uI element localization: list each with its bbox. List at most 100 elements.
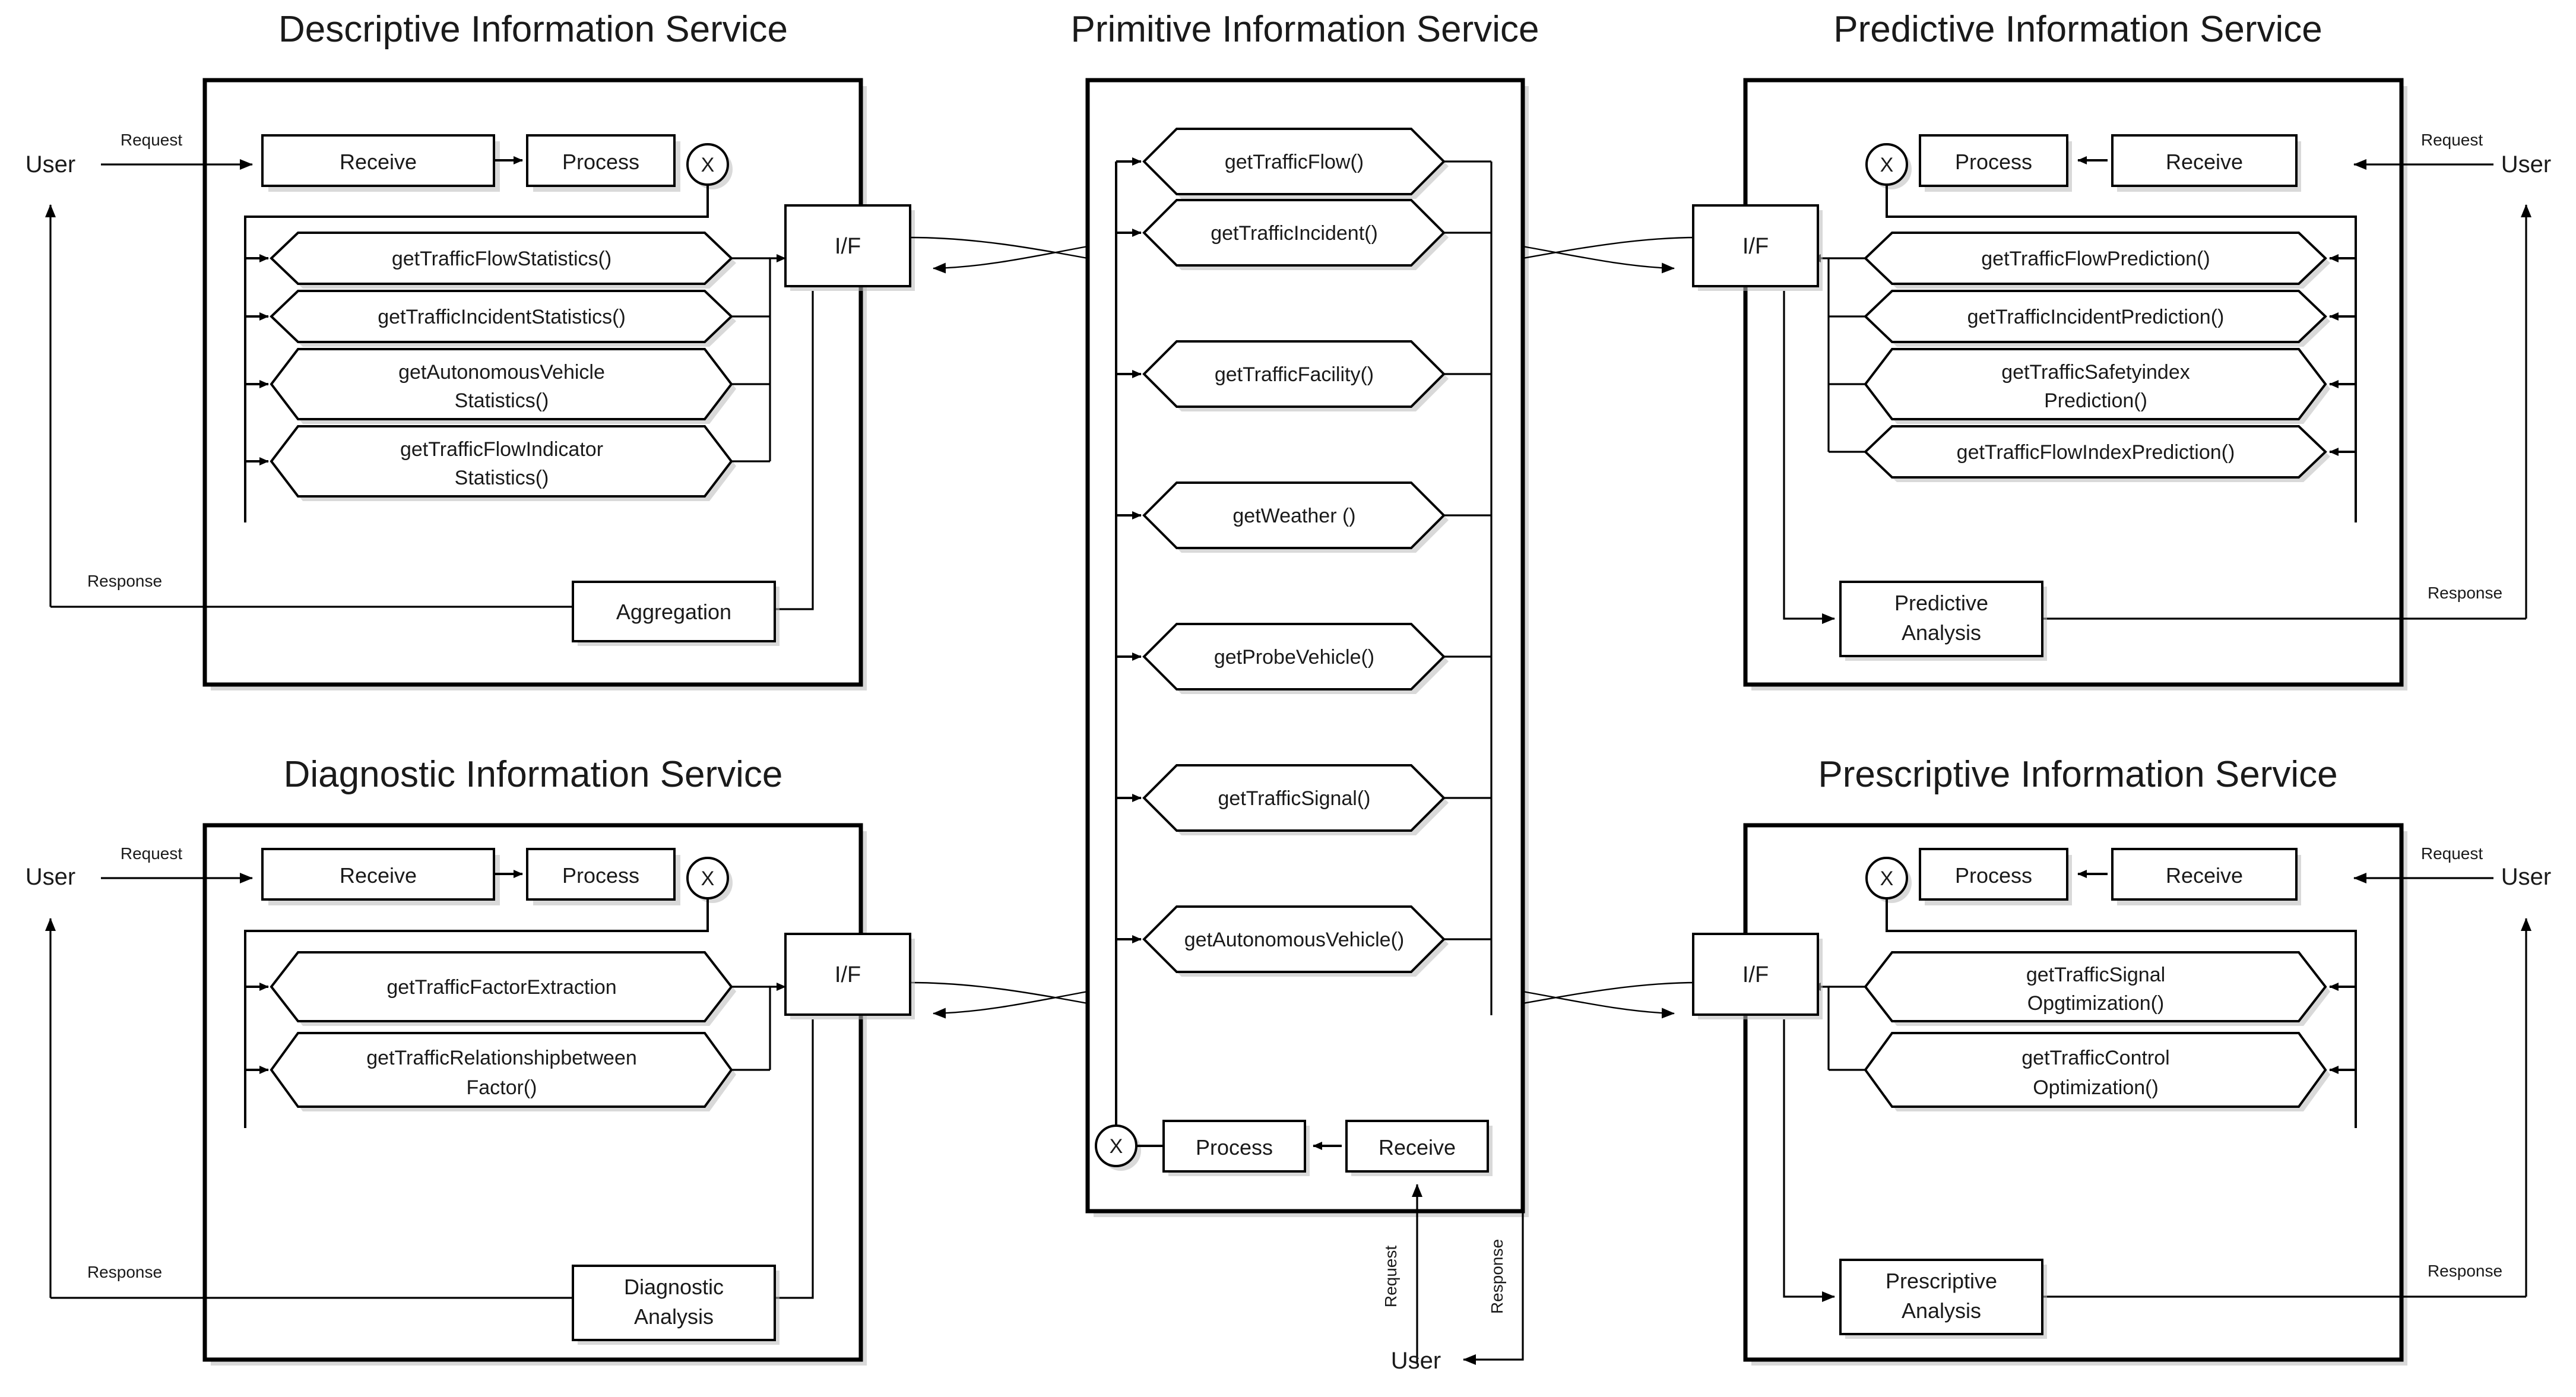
operation-label-3-primitive: getWeather () [1232,505,1355,527]
if-to-analysis-line-predictive [1783,291,1835,624]
operation-label-1a-diagnostic: getTrafficRelationshipbetween [366,1047,637,1069]
process-box-prescriptive[interactable] [1919,848,2068,901]
operation-hex-3-primitive[interactable] [1142,481,1446,549]
interface-box-predictive[interactable] [1692,204,1819,287]
link-descriptive-out [910,236,1088,259]
operation-row: getTrafficFlowPrediction() [1829,232,2356,289]
operation-list-diagnostic: getTrafficFactorExtraction getTrafficRel… [245,951,770,1111]
operation-label-1b-prescriptive: Optimization() [2033,1076,2159,1099]
operation-label-1b-diagnostic: Factor() [467,1076,537,1099]
operation-hex-0-primitive[interactable] [1142,128,1446,195]
operation-label-1a-prescriptive: getTrafficControl [2021,1047,2169,1069]
interface-label-prescriptive: I/F [1742,962,1769,987]
response-label-diagnostic: Response [87,1263,162,1281]
operation-label-0a-prescriptive: getTrafficSignal [2026,964,2165,986]
interface-label-diagnostic: I/F [835,962,861,987]
analysis-box-diagnostic[interactable] [572,1265,776,1341]
operation-row: getTrafficSignal() [1116,764,1491,835]
x-marker-label-prescriptive: X [1880,867,1894,890]
aggregation-box-descriptive[interactable] [572,581,776,642]
process-label-primitive: Process [1196,1135,1273,1160]
page-title-predictive: Predictive Information Service [1833,9,2322,50]
operation-label-4-primitive: getProbeVehicle() [1214,646,1374,669]
operation-hex-1-descriptive[interactable] [270,290,733,343]
operation-hex-2-primitive[interactable] [1142,340,1446,408]
operation-row: getTrafficControl Optimization() [1829,1032,2356,1111]
link-prescriptive-out [1522,981,1698,1005]
operation-row: getTrafficFlow() [1116,128,1491,199]
response-label-prescriptive: Response [2428,1262,2502,1280]
link-predictive-in [1522,245,1675,274]
operation-row: getTrafficFlowIndicator Statistics() [245,425,770,501]
operation-row: getTrafficSafetyindex Prediction() [1829,348,2356,424]
operation-label-1-primitive: getTrafficIncident() [1211,222,1378,245]
page-title-primitive: Primitive Information Service [1070,9,1539,50]
request-label-primitive: Request [1382,1246,1400,1308]
link-diagnostic-out [910,981,1088,1005]
operation-hex-1-diagnostic[interactable] [270,1032,733,1108]
user-label-descriptive: User [26,151,75,178]
process-box-diagnostic[interactable] [526,848,676,901]
receive-box-diagnostic[interactable] [261,848,495,901]
process-box-descriptive[interactable] [526,134,676,187]
operation-list-descriptive: getTrafficFlowStatistics() getTrafficInc… [245,232,770,501]
page-title-descriptive: Descriptive Information Service [278,9,788,50]
receive-box-descriptive[interactable] [261,134,495,187]
operation-label-3-predictive: getTrafficFlowIndexPrediction() [1957,441,2235,464]
operation-label-5-primitive: getTrafficSignal() [1218,787,1371,810]
receive-box-predictive[interactable] [2111,134,2298,187]
link-prescriptive-in [1522,990,1675,1019]
request-label-prescriptive: Request [2421,844,2483,863]
interface-box-descriptive[interactable] [784,204,911,287]
request-label-predictive: Request [2421,131,2483,149]
operation-label-0-descriptive: getTrafficFlowStatistics() [392,248,611,270]
operation-row: getTrafficFactorExtraction [245,951,770,1026]
interface-box-prescriptive[interactable] [1692,933,1819,1016]
operation-hex-5-primitive[interactable] [1142,764,1446,832]
process-box-predictive[interactable] [1919,134,2068,187]
analysis-box-prescriptive[interactable] [1839,1259,2043,1335]
link-predictive-out [1522,236,1698,259]
operation-hex-0-diagnostic[interactable] [270,951,733,1022]
operations-collector-bus-descriptive [769,254,786,461]
x-marker-label-predictive: X [1880,154,1894,176]
operations-collector-bus-diagnostic [769,983,786,1070]
operation-hex-2-descriptive[interactable] [270,348,733,420]
interface-label-predictive: I/F [1742,234,1769,259]
operation-hex-1-primitive[interactable] [1142,199,1446,267]
panel-prescriptive: User Request Response Receive Process X … [1692,823,2551,1366]
request-label-descriptive: Request [121,131,183,149]
analysis-label-b-prescriptive: Analysis [1902,1298,1981,1323]
operation-label-1-descriptive: getTrafficIncidentStatistics() [378,306,626,328]
panel-diagnostic: User Request Response Receive Process X … [26,823,915,1366]
response-arrow-primitive [1463,1211,1524,1365]
operation-row: getTrafficFacility() [1116,340,1491,411]
analysis-label-a-predictive: Predictive [1894,591,1988,615]
receive-box-prescriptive[interactable] [2111,848,2298,901]
receive-label-prescriptive: Receive [2166,863,2243,888]
operation-hex-0-descriptive[interactable] [270,232,733,285]
panel-descriptive: User Request Response Receive Process X … [26,78,915,690]
operation-list-predictive: getTrafficFlowPrediction() getTrafficInc… [1829,232,2356,482]
x-to-bus-diagnostic [244,898,709,1128]
operation-hex-6-primitive[interactable] [1142,905,1446,973]
x-to-bus-descriptive [244,185,709,522]
operation-label-1-predictive: getTrafficIncidentPrediction() [1967,306,2225,328]
aggregation-label-descriptive: Aggregation [616,600,731,624]
analysis-label-a-prescriptive: Prescriptive [1886,1269,1997,1293]
if-to-analysis-line-prescriptive [1783,1019,1835,1302]
x-marker-label-primitive: X [1110,1135,1123,1158]
user-label-primitive: User [1391,1348,1441,1374]
analysis-box-predictive[interactable] [1839,581,2043,657]
page-title-prescriptive: Prescriptive Information Service [1818,754,2337,795]
operation-label-6-primitive: getAutonomousVehicle() [1184,929,1404,951]
interface-box-diagnostic[interactable] [784,933,911,1016]
operation-hex-4-primitive[interactable] [1142,623,1446,690]
receive-box-primitive[interactable] [1345,1120,1489,1173]
process-box-primitive[interactable] [1162,1120,1306,1173]
operation-hex-3-descriptive[interactable] [270,425,733,498]
operation-row: getTrafficFlowStatistics() [245,232,770,289]
process-label-diagnostic: Process [562,863,639,888]
operation-label-0-primitive: getTrafficFlow() [1225,151,1364,173]
